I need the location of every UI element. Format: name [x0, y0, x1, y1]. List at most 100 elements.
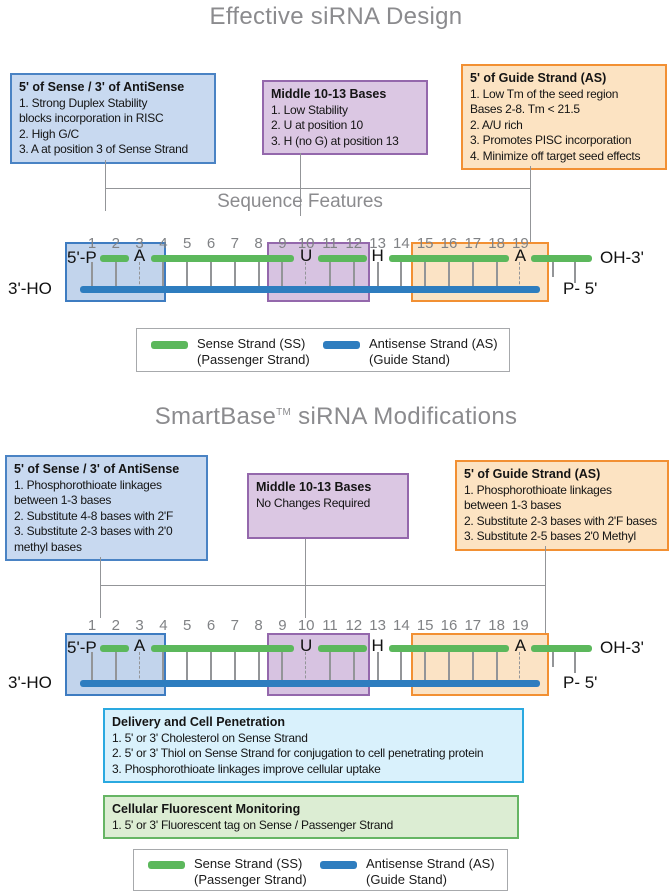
base-letter-H: H	[371, 636, 384, 655]
legend-line: Sense Strand (SS)	[197, 336, 306, 351]
legend-item-sense: Sense Strand (SS) (Passenger Strand)	[151, 336, 310, 369]
position-number: 3	[135, 617, 144, 634]
strand-legend-2: Sense Strand (SS) (Passenger Strand) Ant…	[133, 849, 508, 891]
antisense-strand	[80, 680, 540, 687]
box-line: between 1-3 bases	[14, 493, 112, 508]
base-letter-A: A	[133, 246, 146, 265]
base-pair-line	[400, 652, 403, 683]
position-number: 16	[440, 617, 458, 634]
sense-strand-segment	[150, 255, 295, 262]
bracket-line-right	[530, 166, 531, 248]
position-number: 14	[393, 617, 410, 634]
base-pair-line	[162, 262, 165, 289]
antisense-strand	[80, 286, 540, 293]
base-pair-line	[91, 262, 93, 289]
position-number: 18	[488, 617, 505, 634]
base-pair-line	[114, 652, 117, 683]
base-pair-line	[352, 652, 355, 683]
position-number: 14	[393, 235, 410, 252]
base-pair-line	[162, 652, 165, 683]
sense-strand-segment	[100, 255, 129, 262]
base-pair-line	[257, 652, 260, 683]
position-number: 2	[111, 617, 120, 634]
base-pair-line	[376, 262, 379, 289]
position-number: 13	[369, 235, 386, 252]
sequence-features-label: Sequence Features	[217, 191, 383, 212]
box-line: 1. 5' or 3' Fluorescent tag on Sense / P…	[112, 817, 394, 832]
base-pair-line	[519, 262, 521, 289]
sense-strand-segment	[531, 255, 592, 262]
base-letter-A: A	[133, 636, 146, 655]
overhang-tick	[552, 652, 554, 667]
position-number: 9	[278, 617, 287, 634]
base-pair-line	[448, 262, 450, 289]
position-number: 5	[183, 235, 192, 252]
label-oh-3-prime: OH-3'	[600, 638, 644, 657]
antisense-strand-swatch	[323, 341, 360, 349]
position-number: 19	[512, 235, 529, 252]
legend-line: Antisense Strand (AS)	[369, 336, 498, 351]
bracket-line-horizontal	[105, 188, 530, 189]
bracket-line-right	[545, 546, 546, 645]
bracket-line-left	[100, 557, 101, 618]
box-line: 3. Substitute 2-3 bases with 2'0	[14, 524, 173, 539]
base-letter-U: U	[300, 246, 313, 265]
box-line: 3. A at position 3 of Sense Strand	[19, 142, 188, 157]
base-pair-line	[329, 262, 331, 289]
position-number: 1	[87, 617, 97, 634]
strand-legend-1: Sense Strand (SS) (Passenger Strand) Ant…	[136, 328, 510, 372]
base-pair-line	[281, 262, 284, 289]
legend-label-sense: Sense Strand (SS) (Passenger Strand)	[194, 856, 307, 889]
position-number: 10	[297, 617, 315, 634]
base-pair-line	[186, 652, 189, 683]
box-line: 4. Minimize off target seed effects	[470, 148, 641, 163]
base-pair-line	[495, 262, 498, 289]
legend-label-antisense: Antisense Strand (AS) (Guide Stand)	[369, 336, 498, 369]
base-pair-line	[305, 652, 307, 683]
position-number: 4	[159, 235, 168, 252]
legend-line: (Guide Stand)	[369, 352, 450, 368]
base-pair-line	[233, 262, 236, 289]
legend-label-antisense: Antisense Strand (AS) (Guide Stand)	[366, 856, 495, 889]
overhang-tick	[552, 262, 554, 277]
label-p-5-prime: P- 5'	[563, 673, 598, 692]
base-pair-line	[138, 652, 140, 683]
box-title: 5' of Sense / 3' of AntiSense	[19, 80, 185, 94]
box-line: 1. Phosphorothioate linkages	[464, 482, 612, 497]
label-oh-3-prime: OH-3'	[600, 248, 644, 267]
box-line: 3. Promotes PISC incorporation	[470, 133, 632, 148]
position-number: 11	[322, 617, 338, 634]
s2-sense-rules-box: 5' of Sense / 3' of AntiSense 1. Phospho…	[5, 455, 208, 562]
antisense-strand-swatch	[320, 861, 357, 869]
legend-line: Sense Strand (SS)	[194, 856, 303, 871]
base-pair-line	[91, 652, 93, 683]
base-pair-line	[376, 652, 379, 683]
base-letter-A: A	[514, 636, 527, 655]
trademark-superscript: TM	[276, 407, 292, 418]
legend-line: (Passenger Strand)	[197, 352, 310, 368]
sense-strand-swatch	[148, 861, 185, 869]
box-line: 2. 5' or 3' Thiol on Sense Strand for co…	[112, 746, 484, 761]
brand-name: SmartBase	[154, 403, 277, 430]
box-title: Middle 10-13 Bases	[256, 480, 372, 494]
box-line: 3. Phosphorothioate linkages improve cel…	[112, 761, 381, 776]
base-pair-line	[400, 262, 403, 289]
box-title: Middle 10-13 Bases	[271, 87, 387, 101]
position-number: 2	[111, 235, 120, 252]
box-title: Cellular Fluorescent Monitoring	[112, 802, 301, 816]
box-line: 2. U at position 10	[271, 118, 363, 133]
bracket-line-horizontal	[100, 585, 545, 586]
s1-sense-rules-box: 5' of Sense / 3' of AntiSense 1. Strong …	[10, 73, 216, 164]
position-number: 13	[369, 617, 386, 634]
fluorescent-box: Cellular Fluorescent Monitoring 1. 5' or…	[103, 795, 519, 840]
section1-title: Effective siRNA Design	[209, 3, 463, 30]
box-title: 5' of Guide Strand (AS)	[470, 71, 607, 85]
position-number: 15	[416, 617, 434, 634]
sense-strand-segment	[388, 255, 510, 262]
label-3-prime-ho: 3'-HO	[8, 673, 52, 692]
